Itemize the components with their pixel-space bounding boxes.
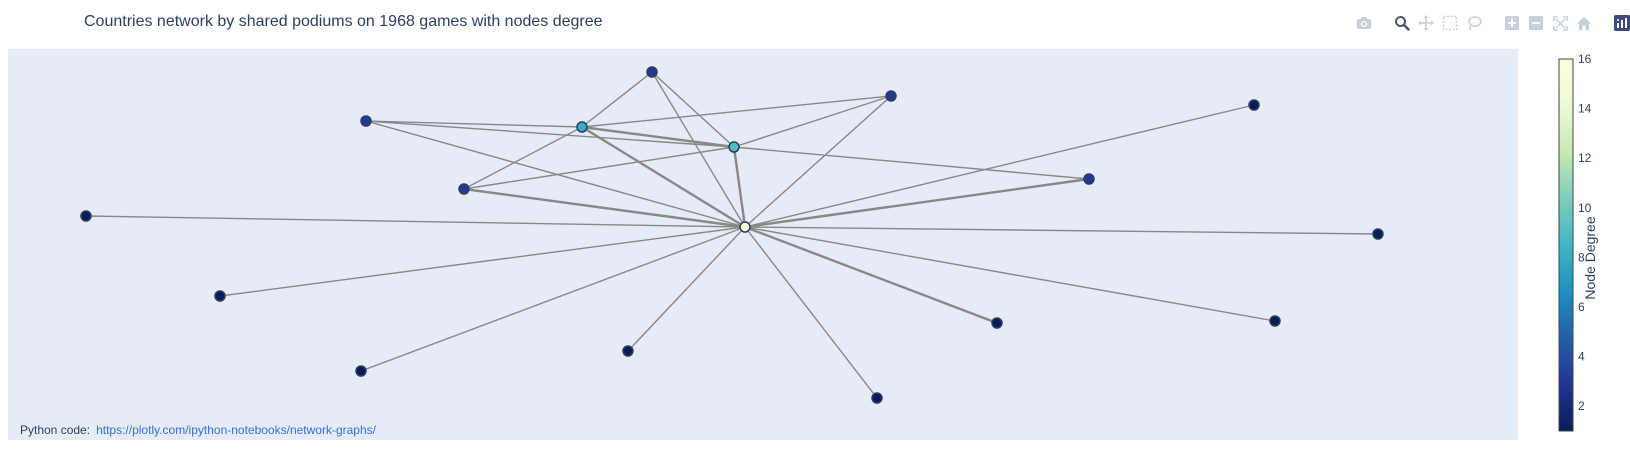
- python-code-annotation: Python code: https://plotly.com/ipython-n…: [20, 423, 376, 437]
- node[interactable]: [622, 345, 634, 357]
- box-select-icon[interactable]: [1441, 14, 1459, 32]
- colorbar: 2 4 6 8 10 12 14 16: [1558, 52, 1592, 432]
- colorbar-tick-label: 16: [1578, 52, 1592, 66]
- edge: [463, 146, 735, 190]
- colorbar-tick-label: 6: [1578, 300, 1585, 314]
- chart-title: Countries network by shared podiums on 1…: [84, 13, 603, 30]
- camera-icon[interactable]: [1355, 14, 1373, 32]
- edge: [732, 146, 747, 228]
- edge: [733, 95, 892, 148]
- annotation-label: Python code:: [20, 423, 91, 437]
- edge: [651, 71, 746, 228]
- pan-icon[interactable]: [1417, 14, 1435, 32]
- edge: [365, 120, 583, 128]
- edge: [581, 95, 892, 128]
- node[interactable]: [871, 392, 883, 404]
- code-link[interactable]: https://plotly.com/ipython-notebooks/net…: [96, 423, 376, 437]
- colorbar-gradient: [1558, 58, 1574, 432]
- edges: [85, 71, 1379, 399]
- edge: [581, 125, 746, 229]
- colorbar-tick-label: 14: [1578, 102, 1592, 116]
- edge: [365, 120, 746, 228]
- edge: [744, 226, 1379, 235]
- edge: [581, 125, 735, 149]
- plotly-logo-icon[interactable]: [1613, 14, 1630, 32]
- zoom-icon[interactable]: [1393, 14, 1411, 32]
- edge: [581, 71, 653, 128]
- colorbar-tick-label: 10: [1578, 201, 1592, 215]
- node[interactable]: [739, 221, 751, 233]
- node[interactable]: [458, 183, 470, 195]
- zoom-in-icon[interactable]: [1503, 14, 1521, 32]
- colorbar-tick-label: 2: [1578, 399, 1585, 413]
- reset-axes-icon[interactable]: [1575, 14, 1593, 32]
- node[interactable]: [991, 317, 1003, 329]
- colorbar-title: Node Degree: [1582, 216, 1598, 300]
- edge: [744, 104, 1255, 228]
- edge: [463, 187, 746, 229]
- colorbar-tick-label: 8: [1578, 250, 1585, 264]
- edge: [463, 126, 583, 190]
- colorbar-tick-label: 4: [1578, 350, 1585, 364]
- node[interactable]: [576, 121, 588, 133]
- colorbar-tick-label: 12: [1578, 151, 1592, 165]
- edge: [744, 225, 998, 325]
- edge: [85, 215, 746, 228]
- node[interactable]: [1248, 99, 1260, 111]
- node[interactable]: [728, 141, 740, 153]
- node[interactable]: [80, 210, 92, 222]
- modebar: [1355, 12, 1630, 34]
- zoom-out-icon[interactable]: [1527, 14, 1545, 32]
- edge: [744, 95, 892, 228]
- node[interactable]: [214, 290, 226, 302]
- lasso-select-icon[interactable]: [1465, 14, 1483, 32]
- edge: [360, 226, 746, 372]
- edge: [365, 120, 735, 148]
- node[interactable]: [885, 90, 897, 102]
- edge: [651, 71, 735, 148]
- edge: [744, 226, 878, 399]
- edge: [627, 226, 746, 352]
- node[interactable]: [355, 365, 367, 377]
- node[interactable]: [1083, 173, 1095, 185]
- node[interactable]: [646, 66, 658, 78]
- colorbar-ticks: 2 4 6 8 10 12 14 16: [1578, 52, 1592, 413]
- node[interactable]: [360, 115, 372, 127]
- autoscale-icon[interactable]: [1551, 14, 1569, 32]
- edge: [744, 177, 1090, 229]
- plot-area[interactable]: [8, 49, 1518, 440]
- nodes: [80, 66, 1384, 404]
- edge: [733, 146, 1090, 180]
- edge: [744, 226, 1276, 322]
- node[interactable]: [1269, 315, 1281, 327]
- node[interactable]: [1372, 228, 1384, 240]
- edge: [219, 226, 746, 297]
